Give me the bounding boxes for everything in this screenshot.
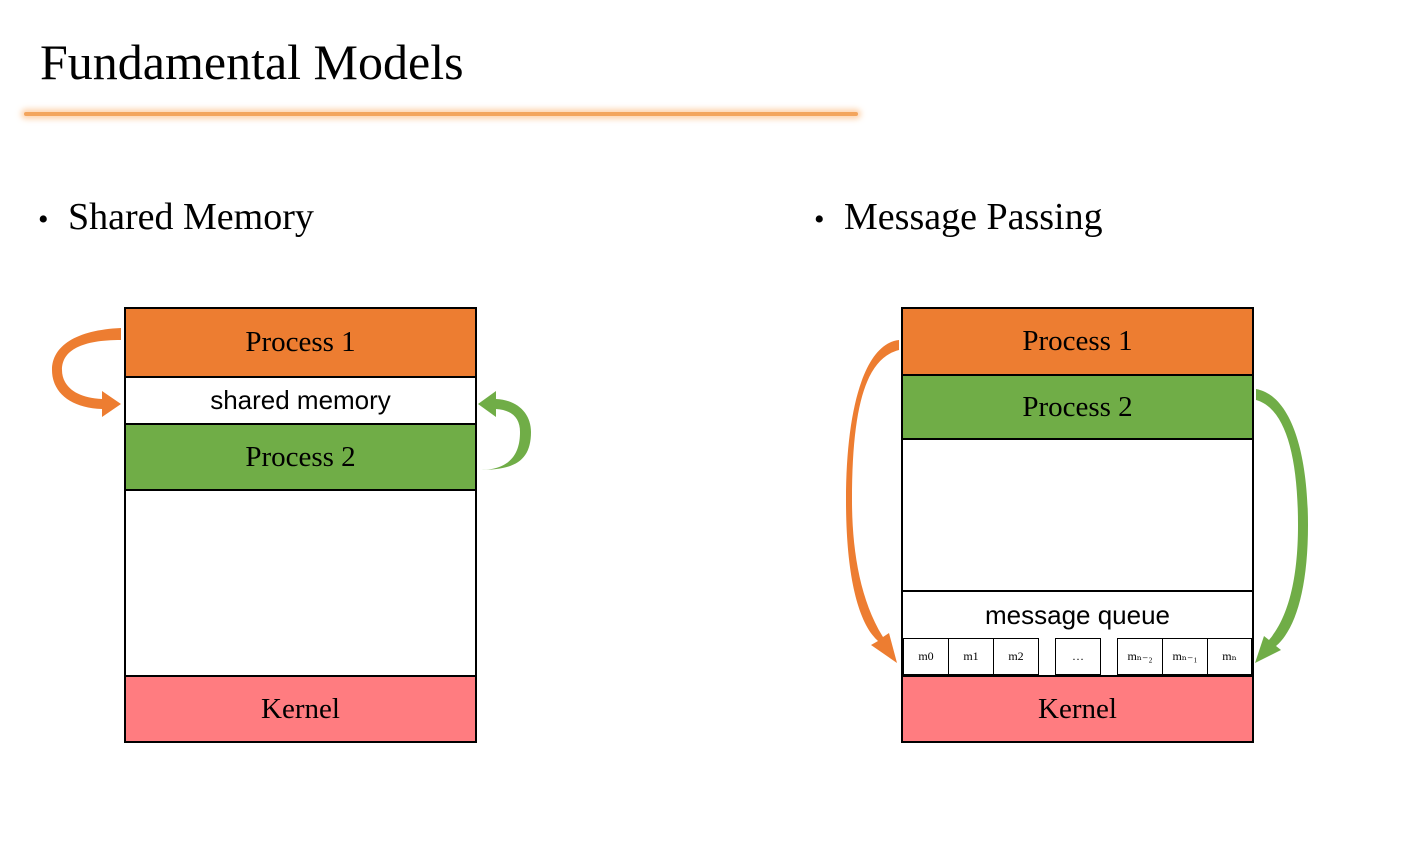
process-2-block: Process 2: [903, 374, 1252, 440]
message-label: mₙ₋₁: [1172, 649, 1198, 663]
process-1-label: Process 1: [245, 326, 356, 358]
kernel-label: Kernel: [261, 692, 340, 725]
bullet-message-passing: • Message Passing: [814, 192, 1103, 245]
message-slot: m2: [993, 638, 1039, 675]
process-2-block: Process 2: [126, 423, 475, 491]
shared-memory-label: shared memory: [210, 385, 391, 415]
message-slot: …: [1055, 638, 1101, 675]
process-1-label: Process 1: [1022, 325, 1133, 357]
message-slot: mₙ: [1207, 638, 1252, 675]
kernel-block: Kernel: [126, 675, 475, 741]
process-2-label: Process 2: [1022, 390, 1133, 423]
message-slot: m0: [903, 638, 949, 675]
bullet-dot: •: [38, 203, 49, 236]
bullet-dot: •: [814, 203, 825, 236]
process-1-to-queue-arrow: [846, 340, 899, 663]
message-slot: mₙ₋₂: [1117, 638, 1163, 675]
heading-shared-memory: Shared Memory: [68, 196, 314, 238]
heading-message-passing: Message Passing: [844, 196, 1103, 238]
message-slot: mₙ₋₁: [1162, 638, 1208, 675]
shared-memory-block: shared memory: [126, 376, 475, 423]
message-passing-stack: Process 1 Process 2 message queue m0 m1 …: [901, 307, 1254, 743]
process-1-block: Process 1: [903, 309, 1252, 374]
message-label: mₙ₋₂: [1127, 649, 1153, 663]
process-1-to-shared-memory-arrow: [52, 328, 121, 417]
slide-title: Fundamental Models: [40, 34, 464, 90]
shared-memory-stack: Process 1 shared memory Process 2 Kernel: [124, 307, 477, 743]
process-2-label: Process 2: [245, 440, 356, 473]
message-queue-slots: m0 m1 m2 … mₙ₋₂ mₙ₋₁ mₙ: [903, 638, 1252, 675]
message-queue-label: message queue: [984, 599, 1171, 630]
message-queue-block: message queue: [903, 590, 1252, 638]
free-space-block: [903, 440, 1252, 590]
message-label: m1: [963, 649, 979, 663]
message-label: mₙ: [1222, 649, 1237, 663]
message-slot: m1: [948, 638, 994, 675]
message-label: …: [1072, 649, 1084, 663]
process-1-block: Process 1: [126, 309, 475, 376]
process-2-to-shared-memory-arrow: [478, 391, 531, 470]
kernel-label: Kernel: [1038, 692, 1117, 725]
kernel-block: Kernel: [903, 675, 1252, 741]
message-label: m0: [918, 649, 934, 663]
title-underline: [24, 112, 858, 116]
message-label: m2: [1008, 649, 1024, 663]
free-space-block: [126, 491, 475, 675]
bullet-shared-memory: • Shared Memory: [38, 192, 314, 245]
process-2-to-queue-arrow: [1255, 389, 1308, 663]
